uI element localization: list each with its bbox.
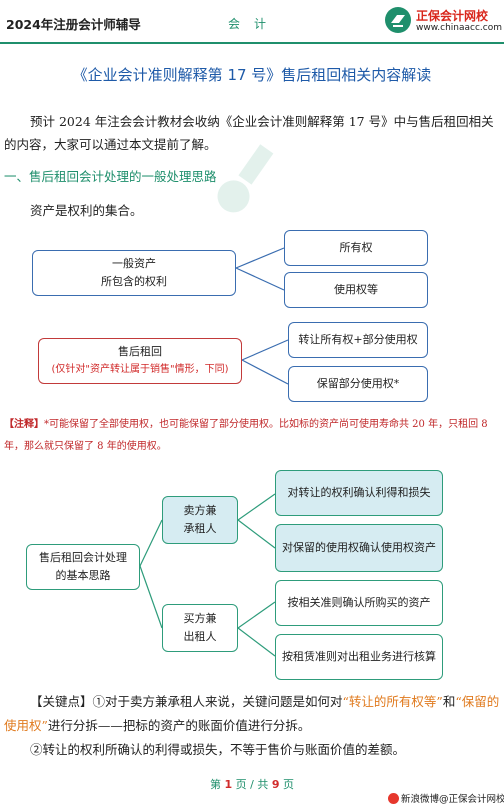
- note-text: *可能保留了全部使用权，也可能保留了部分使用权。比如标的资产尚可使用寿命共 20…: [4, 419, 488, 452]
- section-title: 一、售后租回会计处理的一般处理思路: [4, 169, 217, 184]
- general-asset-line1: 一般资产: [112, 257, 156, 270]
- brand-logo[interactable]: 正保会计网校 www.chinaacc.com: [384, 4, 502, 38]
- seller-rou-asset-box: 对保留的使用权确认使用权资产: [275, 524, 443, 572]
- page-header: 2024年注册会计师辅导 会计 正保会计网校 www.chinaacc.com: [0, 0, 504, 44]
- leaseback-line1: 售后租回: [118, 345, 162, 358]
- seller-line1: 卖方兼: [183, 504, 217, 517]
- key-point-1: 【关键点】①对于卖方兼承租人来说，关键问题是如何对“转让的所有权等”和“保留的使…: [4, 690, 500, 738]
- root-line2: 的基本思路: [55, 569, 111, 582]
- key-and: 和: [442, 694, 456, 709]
- buyer-line2: 出租人: [183, 630, 217, 643]
- key-quote-transfer: “转让的所有权等”: [342, 694, 443, 709]
- logo-name: 正保会计网校: [416, 9, 489, 23]
- transfer-rights-box: 转让所有权+部分使用权: [288, 322, 428, 358]
- buyer-lessor-box: 买方兼 出租人: [162, 604, 238, 652]
- note-label: 【注释】: [4, 419, 44, 430]
- seller-lessee-box: 卖方兼 承租人: [162, 496, 238, 544]
- watermark-icon: [217, 144, 274, 213]
- leaseback-box: 售后租回 (仅针对"资产转让属于销售"情形，下同): [38, 338, 242, 384]
- header-subject: 会计: [228, 17, 281, 31]
- page-title: 《企业会计准则解释第 17 号》售后租回相关内容解读: [72, 66, 432, 84]
- intro-paragraph: 预计 2024 年注会会计教材会收纳《企业会计准则解释第 17 号》中与售后租回…: [4, 114, 494, 152]
- basic-approach-box: 售后租回会计处理 的基本思路: [26, 544, 140, 590]
- seller-gain-loss-box: 对转让的权利确认利得和损失: [275, 470, 443, 516]
- key-text-b: 进行分拆——把标的资产的账面价值进行分拆。: [47, 718, 311, 733]
- asset-definition: 资产是权利的集合。: [30, 203, 143, 218]
- retain-rights-box: 保留部分使用权*: [288, 366, 428, 402]
- header-divider: [0, 42, 504, 44]
- buyer-purchase-box: 按相关准则确认所购买的资产: [275, 580, 443, 626]
- page-indicator: 第 1 页 / 共 9 页: [0, 776, 504, 792]
- buyer-lease-box: 按租赁准则对出租业务进行核算: [275, 634, 443, 680]
- weibo-text: 新浪微博@正保会计网校: [401, 794, 504, 805]
- page-total: 9: [271, 778, 280, 791]
- key-point-2: ②转让的权利所确认的利得或损失，不等于售价与账面价值的差额。: [30, 742, 406, 757]
- ownership-box: 所有权: [284, 230, 428, 266]
- page-prefix: 第: [209, 778, 221, 791]
- logo-icon: [385, 7, 411, 33]
- key-text-a: ①对于卖方兼承租人来说，关键问题是如何对: [92, 694, 343, 709]
- logo-url: www.chinaacc.com: [416, 23, 502, 33]
- leaseback-line2: (仅针对"资产转让属于销售"情形，下同): [51, 364, 229, 375]
- key-label: 【关键点】: [30, 694, 93, 709]
- general-asset-box: 一般资产 所包含的权利: [32, 250, 236, 296]
- note-paragraph: 【注释】*可能保留了全部使用权，也可能保留了部分使用权。比如标的资产尚可使用寿命…: [4, 414, 500, 458]
- general-asset-line2: 所包含的权利: [101, 275, 167, 288]
- use-right-box: 使用权等: [284, 272, 428, 308]
- weibo-icon: [388, 793, 399, 804]
- seller-line2: 承租人: [183, 522, 217, 535]
- page-mid: 页 / 共: [235, 778, 269, 791]
- root-line1: 售后租回会计处理: [39, 551, 127, 564]
- header-course: 2024年注册会计师辅导: [6, 17, 141, 32]
- page-suffix: 页: [283, 778, 294, 791]
- key-quote-retain: “保留的使用权”: [4, 694, 500, 733]
- page-current: 1: [224, 778, 233, 791]
- weibo-link[interactable]: 新浪微博@正保会计网校: [388, 791, 504, 805]
- buyer-line1: 买方兼: [183, 612, 217, 625]
